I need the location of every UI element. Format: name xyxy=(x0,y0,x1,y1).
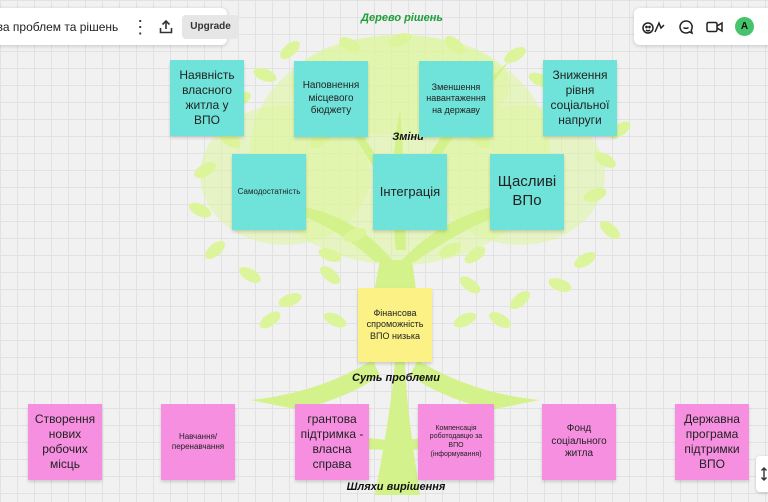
sticky-note[interactable]: Навчання/ перенавчання xyxy=(161,404,235,480)
reactions-icon[interactable] xyxy=(642,19,666,35)
board-toolbar: ева проблем та рішень ⋮ Upgrade xyxy=(0,8,239,45)
board-title[interactable]: ева проблем та рішень xyxy=(0,19,119,34)
avatar[interactable]: A xyxy=(735,17,754,36)
more-icon[interactable]: ⋮ xyxy=(131,16,150,37)
changes-label: Зміни xyxy=(392,131,424,143)
solutions-label: Шляхи вирішення xyxy=(346,481,446,493)
sticky-note[interactable]: Щасливі ВПо xyxy=(490,154,564,230)
sticky-note[interactable]: Наявність власного житла у ВПО xyxy=(170,60,244,136)
sticky-note[interactable]: Зниження рівня соціальної напруги xyxy=(543,60,617,136)
sticky-note[interactable]: Державна програма підтримки ВПО xyxy=(675,404,749,480)
video-icon[interactable] xyxy=(706,20,723,34)
sticky-note[interactable]: Фонд соціального житла xyxy=(542,404,616,480)
sticky-note[interactable]: Зменшення навантаження на державу xyxy=(419,61,493,137)
sticky-note[interactable]: Інтеграція xyxy=(373,154,447,230)
zoom-handle[interactable] xyxy=(756,456,768,492)
upgrade-button[interactable]: Upgrade xyxy=(182,14,239,39)
collaboration-toolbar: A xyxy=(634,8,768,45)
sticky-note[interactable]: грантова підтримка - власна справа xyxy=(295,404,369,480)
resize-icon xyxy=(761,467,767,481)
tree-title: Дерево рішень xyxy=(361,12,443,24)
sticky-note[interactable]: Створення нових робочих місць xyxy=(28,404,102,480)
core-problem-label: Суть проблеми xyxy=(352,372,440,384)
chat-icon[interactable] xyxy=(678,19,694,35)
sticky-note[interactable]: Компенсація роботодавцю за ВПО (інформув… xyxy=(418,404,494,480)
share-icon[interactable] xyxy=(158,15,174,39)
core-problem-note[interactable]: Фінансова спроможність ВПО низька xyxy=(358,288,432,362)
sticky-note[interactable]: Наповнення місцевого бюджету xyxy=(294,61,368,137)
sticky-note[interactable]: Самодостатність xyxy=(232,154,306,230)
